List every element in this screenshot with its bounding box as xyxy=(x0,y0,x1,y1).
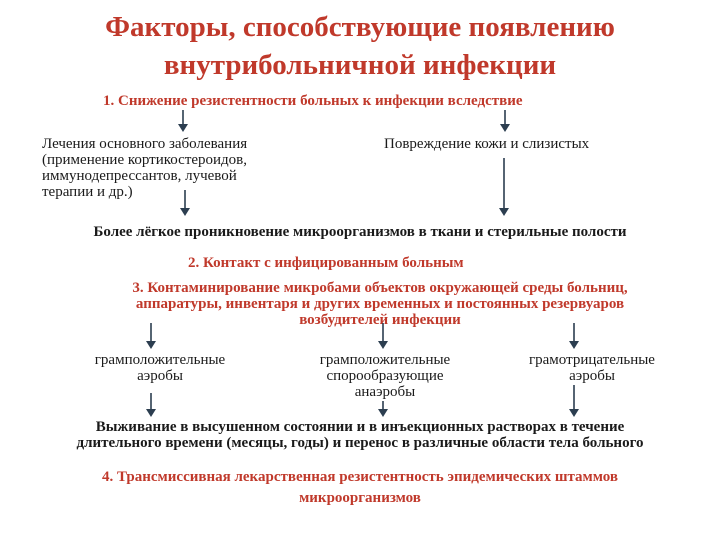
arrow-down-icon xyxy=(180,190,190,216)
group-line: аэробы xyxy=(569,368,615,384)
arrow-down-icon xyxy=(499,158,509,216)
page-title-line-1: Факторы, способствующие появлению xyxy=(105,11,615,43)
arrow-down-icon xyxy=(569,323,579,349)
factor-3-line: аппаратуры, инвентаря и других временных… xyxy=(135,296,625,312)
group-line: грамотрицательные xyxy=(529,352,655,368)
group-gram-positive-anaerobes: грамположительные спорообразующие анаэро… xyxy=(285,352,485,400)
factor-3-heading: 3. Контаминирование микробами объектов о… xyxy=(60,280,700,328)
factor-4-line: микроорганизмов xyxy=(299,490,421,506)
group-line: грамположительные xyxy=(94,352,226,368)
group-line: спорообразующие xyxy=(326,368,444,384)
arrow-down-icon xyxy=(378,323,388,349)
factor-3-line: возбудителей инфекции xyxy=(299,312,461,328)
arrow-down-icon xyxy=(146,393,156,417)
cause-treatment-line: терапии и др.) xyxy=(42,184,133,200)
arrow-down-icon xyxy=(569,385,579,417)
group-line: анаэробы xyxy=(354,384,416,400)
factor-3-line: 3. Контаминирование микробами объектов о… xyxy=(132,280,628,296)
group-gram-positive-aerobes: грамположительные аэробы xyxy=(60,352,260,384)
cause-treatment-line: Лечения основного заболевания xyxy=(42,136,248,152)
cause-treatment-text: Лечения основного заболевания (применени… xyxy=(42,136,332,200)
survival-line: Выживание в высушенном состоянии и в инъ… xyxy=(95,419,625,435)
arrow-down-icon xyxy=(378,401,388,417)
factor-4-line: 4. Трансмиссивная лекарственная резистен… xyxy=(101,469,619,485)
survival-text: Выживание в высушенном состоянии и в инъ… xyxy=(0,419,720,451)
arrow-down-icon xyxy=(178,110,188,132)
cause-treatment-line: (применение кортикостероидов, xyxy=(42,152,248,168)
penetration-row: Более лёгкое проникновение микроорганизм… xyxy=(0,224,720,240)
group-line: грамположительные xyxy=(319,352,451,368)
arrow-down-icon xyxy=(146,323,156,349)
group-gram-negative-aerobes: грамотрицательные аэробы xyxy=(492,352,692,384)
cause-treatment-line: иммунодепрессантов, лучевой xyxy=(42,168,237,184)
factor-1-heading: 1. Снижение резистентности больных к инф… xyxy=(103,93,523,109)
cause-damage-text: Повреждение кожи и слизистых xyxy=(384,136,590,152)
arrow-down-icon xyxy=(500,110,510,132)
survival-line: длительного времени (месяцы, годы) и пер… xyxy=(76,435,644,451)
factor-2-heading: 2. Контакт с инфицированным больным xyxy=(188,255,464,271)
page-title-line-2: внутрибольничной инфекции xyxy=(163,49,557,81)
factor-4-heading: 4. Трансмиссивная лекарственная резистен… xyxy=(20,469,700,506)
group-line: аэробы xyxy=(137,368,183,384)
penetration-text: Более лёгкое проникновение микроорганизм… xyxy=(93,224,627,240)
